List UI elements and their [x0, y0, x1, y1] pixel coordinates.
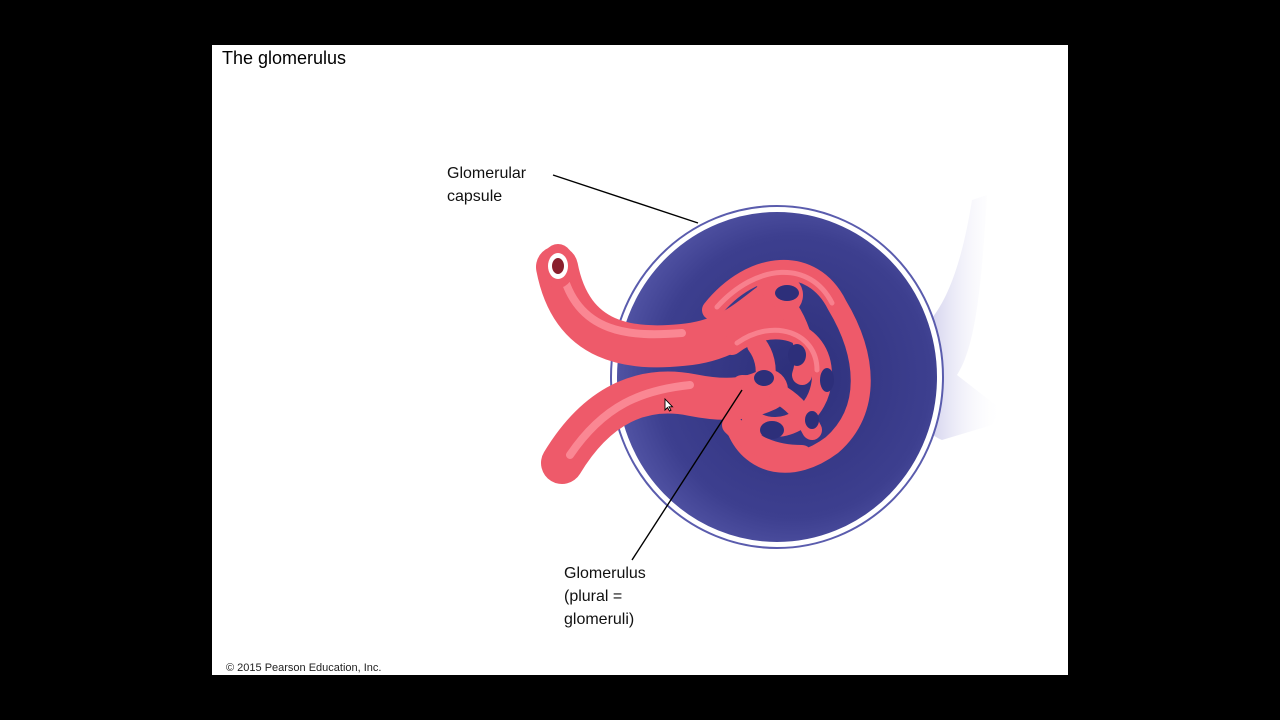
glomerulus-illustration	[536, 174, 1002, 561]
glomerulus-leader-line	[631, 389, 743, 561]
copyright-notice: © 2015 Pearson Education, Inc.	[226, 662, 382, 674]
label-line: Glomerular	[447, 165, 527, 182]
label-line: (plural =	[564, 588, 623, 605]
slide-title: The glomerulus	[222, 48, 347, 68]
label-line: Glomerulus	[564, 565, 646, 582]
mouse-pointer-icon	[664, 398, 674, 412]
label-glomerular-capsule: Glomerular capsule	[447, 162, 526, 208]
label-glomerulus: Glomerulus (plural = glomeruli)	[564, 562, 646, 631]
slide: The glomerulus	[212, 45, 1068, 675]
label-line: glomeruli)	[564, 611, 635, 628]
capsule-leader-line	[552, 174, 699, 224]
label-line: capsule	[447, 188, 503, 205]
